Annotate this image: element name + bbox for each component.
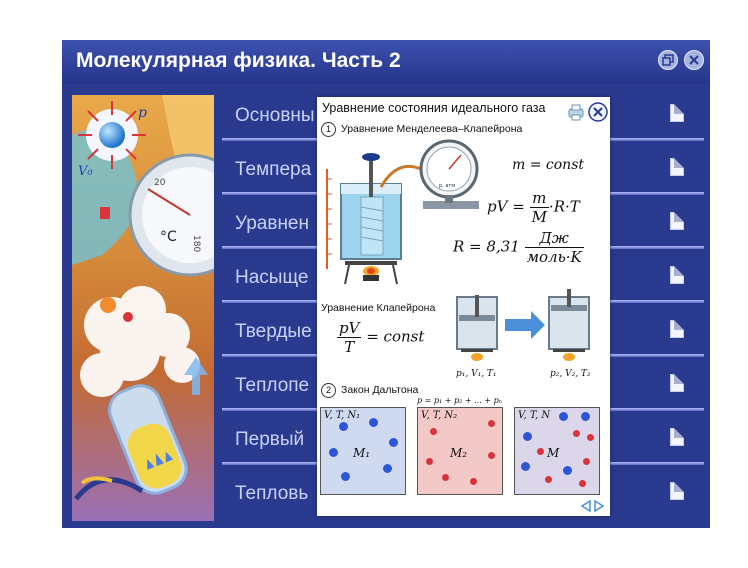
gauge-tick-20: 20 [154,178,166,188]
molecule [581,412,590,421]
menu-item-label: Теплопе [235,375,310,396]
document-icon[interactable] [670,428,684,446]
section-number: 2 [321,383,336,398]
printer-icon [568,104,584,121]
formula-part: ·R·T [548,197,580,216]
molecule [339,422,348,431]
document-icon[interactable] [670,212,684,230]
formula-numerator: pV [337,319,362,338]
popup-title: Уравнение состояния идеального газа [322,101,546,115]
celsius-label: °C [160,229,177,245]
document-icon[interactable] [670,482,684,500]
formula-numerator: Дж [524,229,584,248]
document-icon[interactable] [670,374,684,392]
section-2-header: 2 Закон Дальтона [321,383,418,398]
popup-close-button[interactable] [588,102,608,122]
molecule [587,434,594,441]
menu-item-8[interactable]: Тепловь [222,471,704,519]
formula-denominator: моль·K [526,248,582,266]
molecule [521,462,530,471]
document-icon[interactable] [670,158,684,176]
document-icon[interactable] [670,266,684,284]
box-mass: M [547,446,560,460]
menu-item-label: Твердые [235,321,312,342]
molecule [573,430,580,437]
close-icon [689,55,699,65]
volume-label: V₀ [78,164,93,179]
gas-box-1: V, T, N₁ M₁ [320,407,406,495]
document-icon[interactable] [670,320,684,338]
state-2-caption: p₂, V₂, T₂ [550,369,591,379]
molecule [442,474,449,481]
gauge-unit-label: р, атм [439,183,455,189]
gas-box-3: V, T, N M [514,407,600,495]
menu-item-label: Тепловь [235,483,309,504]
molecule [523,432,532,441]
molecule [341,472,350,481]
formula-denominator: T [344,338,355,356]
molecule [563,466,572,475]
title-bar: Молекулярная физика. Часть 2 [62,40,710,84]
molecule [430,428,437,435]
molecule [426,458,433,465]
section-title: Уравнение Менделеева–Клапейрона [341,123,523,135]
menu-item-label: Основны [235,105,315,126]
molecule [545,476,552,483]
formula-mass-const: m = const [512,157,585,173]
section-number: 1 [321,122,336,137]
restore-button[interactable] [658,50,678,70]
box-label: V, T, N₁ [324,410,361,421]
gauge-tick-180: 180 [191,235,201,252]
molecule [389,438,398,447]
arrow-left-icon [580,499,591,513]
gas-box-2: V, T, N₂ M₂ [417,407,503,495]
close-button[interactable] [684,50,704,70]
molecule [369,418,378,427]
close-icon [588,102,608,122]
molecule [383,464,392,473]
piston-illustration [456,289,590,361]
window-title: Молекулярная физика. Часть 2 [76,49,401,72]
arrow-right-icon [594,499,605,513]
molecule [488,452,495,459]
section-1-header: 1 Уравнение Менделеева–Клапейрона [321,122,522,137]
formula-part: pV = [487,197,525,216]
section-title: Закон Дальтона [341,384,419,396]
formula-numerator: m [529,189,549,208]
restore-icon [662,54,674,66]
menu-item-label: Насыще [235,267,309,288]
molecule [559,412,568,421]
prev-page-button[interactable] [579,498,592,513]
state-1-caption: p₁, V₁, T₁ [456,369,497,379]
molecule [579,480,586,487]
molecule [488,420,495,427]
menu-item-label: Темпера [235,159,312,180]
print-button[interactable] [566,102,586,122]
mendeleev-apparatus-illustration: р, атм [326,139,479,285]
dalton-sum: p = p₁ + p₂ + ... + pₙ [417,396,502,405]
menu-item-label: Уравнен [235,213,309,234]
molecule [329,448,338,457]
pressure-label: p [138,105,147,121]
menu-item-label: Первый [235,429,305,450]
box-label: V, T, N [518,410,551,421]
illustration-panel: p V₀ 20 180 °C [72,95,214,521]
formula-denominator: M [531,208,547,226]
box-mass: M₂ [450,446,468,460]
molecule [537,448,544,455]
molecule [583,458,590,465]
formula-part: = const [366,327,425,346]
next-page-button[interactable] [593,498,606,513]
box-mass: M₁ [353,446,371,460]
molecule [470,478,477,485]
clapeyron-title: Уравнение Клапейрона [321,302,436,314]
box-label: V, T, N₂ [421,410,458,421]
document-icon[interactable] [670,104,684,122]
formula-part: R = 8,31 [453,237,520,256]
